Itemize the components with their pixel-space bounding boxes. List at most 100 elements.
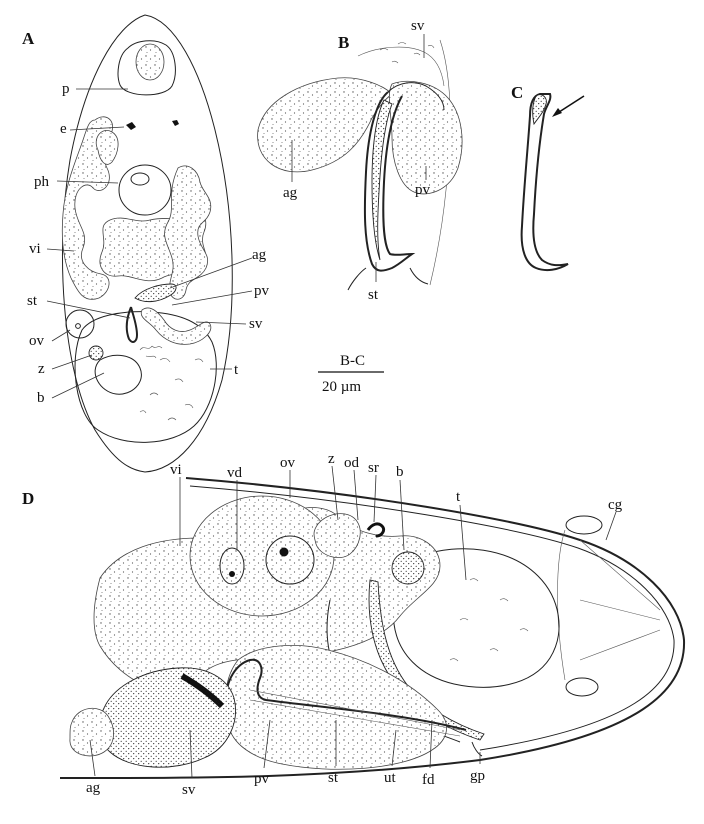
panel-a-leader-pv	[171, 290, 253, 306]
panel-b-letter: B	[338, 33, 349, 52]
panel-a-letter: A	[22, 29, 35, 48]
panel-d-leader-pv	[263, 719, 271, 769]
panel-d-leader-sr	[373, 474, 377, 523]
panel-a-sperm-cluster	[139, 345, 163, 359]
panel-b-stylet-shaft	[371, 99, 393, 261]
panel-d-leader-z	[331, 465, 339, 521]
panel-a-ovary	[65, 309, 95, 339]
panel-d-label-od: od	[344, 455, 360, 471]
panel-d-label-gp: gp	[470, 768, 485, 784]
panel-d-label-sv: sv	[182, 782, 196, 798]
panel-a-leader-ov	[51, 329, 71, 342]
panel-d-label-sr: sr	[368, 460, 379, 476]
panel-d-label-st: st	[328, 770, 339, 786]
panel-d-leader-ag	[89, 739, 96, 777]
panel-a-label-ov: ov	[29, 333, 45, 349]
panel-d-ovary-nucleolus	[279, 547, 289, 557]
panel-d-label-ag: ag	[86, 780, 101, 796]
panel-d-oviduct	[313, 513, 361, 558]
panel-d-label-b: b	[396, 464, 404, 480]
panel-d-label-vi: vi	[170, 462, 182, 478]
panel-a-leader-ag	[169, 257, 253, 289]
panel-b-label-st: st	[368, 287, 379, 303]
panel-d-stylet	[225, 658, 467, 731]
panel-a-vitellaria-left	[61, 116, 113, 300]
panel-d-label-ov: ov	[280, 455, 296, 471]
panel-d-gonopore	[471, 741, 483, 757]
panel-c-letter: C	[511, 83, 523, 102]
panel-a-eyespot-right	[172, 120, 179, 126]
panel-a-leader-st	[46, 300, 131, 319]
panel-d-leader-ut	[391, 729, 397, 767]
panel-d-cement-gland-lines	[557, 529, 661, 681]
panel-d-accessory-gland	[69, 708, 114, 757]
panel-c: C	[511, 83, 585, 272]
panel-d-stylet-lines	[249, 689, 461, 737]
panel-d-ovary	[189, 495, 335, 617]
panel-a-prostatic-vesicle	[140, 307, 212, 345]
panel-a-stylet	[125, 306, 139, 343]
panel-d-leader-sv	[189, 729, 193, 779]
panel-b-label-ag: ag	[283, 185, 298, 201]
panel-a-vitellaria-upper	[95, 130, 119, 165]
panel-a-body-outline	[62, 14, 233, 473]
panel-a-zygote	[88, 345, 104, 361]
panel-d-leader-b	[399, 479, 405, 551]
panel-d-label-pv: pv	[254, 771, 270, 787]
panel-d-label-cg: cg	[608, 497, 623, 513]
panel-d-label-t: t	[456, 489, 461, 505]
panel-a-testis-sperm	[139, 358, 204, 421]
panel-b-label-pv: pv	[415, 182, 431, 198]
panel-d-testis-sperm	[449, 578, 529, 662]
scale-bar-panels: B-C	[340, 353, 365, 369]
panel-b-label-sv: sv	[411, 18, 425, 34]
panel-c-arrow-line	[555, 95, 585, 115]
panel-d-cement-gland-cell-2	[565, 677, 599, 697]
panel-a-accessory-gland	[134, 283, 177, 303]
panel-a-oral-sucker	[117, 40, 176, 96]
panel-d-vitelline-duct-nucleus	[229, 571, 235, 577]
panel-a-label-z: z	[38, 361, 45, 377]
panel-d-leader-t	[459, 504, 467, 581]
panel-a-pharynx	[118, 164, 172, 216]
panel-d-bursa	[391, 551, 425, 585]
panel-a-label-vi: vi	[29, 241, 41, 257]
panel-d: D	[22, 451, 686, 798]
panel-d-leader-fd	[429, 719, 433, 769]
panel-a-label-p: p	[62, 81, 70, 97]
panel-d-leader-od	[353, 469, 359, 521]
panel-a-leader-z	[51, 354, 93, 370]
panel-a-oral-sucker-lumen	[135, 43, 165, 81]
panel-a-leader-sv	[195, 321, 247, 325]
panel-a-eyespot-left	[126, 122, 136, 130]
panel-b-seminal-vesicle-sperm	[379, 42, 435, 64]
scale-bar-length: 20 µm	[322, 379, 361, 395]
scale-bar: B-C 20 µm	[318, 353, 384, 395]
panel-c-stylet-tip	[532, 94, 547, 126]
panel-b: B sv ag pv st	[257, 18, 463, 303]
panel-d-body-wall-inner	[189, 485, 675, 751]
panel-b-ducts	[347, 82, 445, 291]
panel-b-accessory-gland	[257, 77, 393, 173]
panel-d-leader-cg	[605, 511, 617, 541]
panel-a-label-ph: ph	[34, 174, 50, 190]
panel-a-label-st: st	[27, 293, 38, 309]
panel-a-leader-e	[69, 126, 125, 131]
panel-a-leader-vi	[46, 248, 75, 252]
panel-a-label-sv: sv	[249, 316, 263, 332]
panel-a-bursa	[94, 354, 142, 395]
panel-c-arrow-head	[552, 108, 562, 117]
panel-d-letter: D	[22, 489, 34, 508]
panel-a-label-e: e	[60, 121, 67, 137]
panel-d-label-fd: fd	[422, 772, 435, 788]
panel-a: A	[22, 14, 270, 473]
panel-d-vitelline-duct-cell	[219, 547, 245, 585]
panel-d-seminal-vesicle	[98, 667, 236, 768]
panel-d-muscle-band	[180, 673, 225, 709]
panel-d-cement-gland-cell-1	[565, 515, 603, 535]
panel-c-stylet	[520, 93, 569, 272]
panel-d-seminal-receptacle	[366, 522, 386, 538]
panel-d-ovary-nucleus	[265, 535, 315, 585]
panel-d-label-ut: ut	[384, 770, 397, 786]
